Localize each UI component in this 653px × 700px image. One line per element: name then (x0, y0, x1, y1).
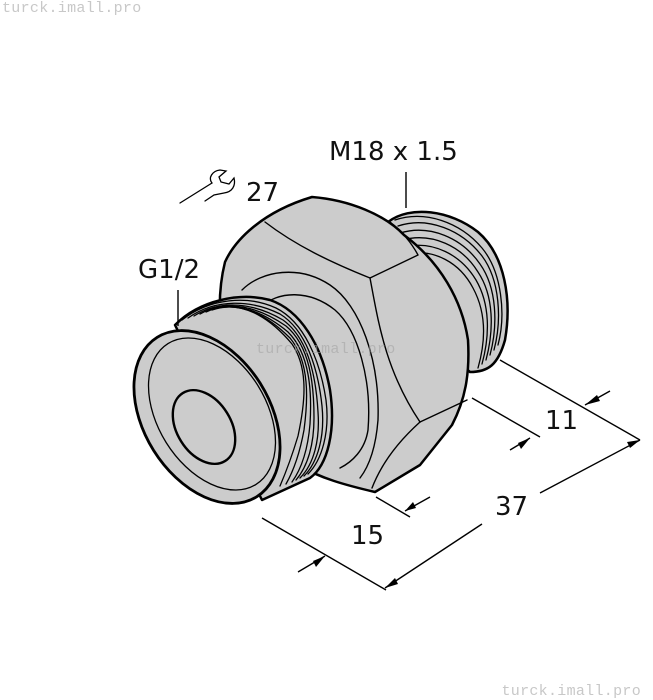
thread-right-label: M18 x 1.5 (329, 137, 458, 167)
watermark-center: turck.imall.pro (256, 341, 396, 358)
watermark-top: turck.imall.pro (2, 0, 142, 17)
watermark-bottom: turck.imall.pro (501, 683, 641, 700)
dimension-arrows (313, 395, 640, 588)
front-face (132, 329, 282, 505)
wrench-icon (179, 169, 236, 204)
thread-left-label: G1/2 (138, 255, 200, 285)
dim-37-label: 37 (495, 492, 529, 522)
dim-15-label: 15 (351, 521, 385, 551)
leader-lines (177, 172, 407, 326)
dim-11-label: 11 (545, 406, 579, 436)
wrench-size-label: 27 (246, 178, 280, 208)
